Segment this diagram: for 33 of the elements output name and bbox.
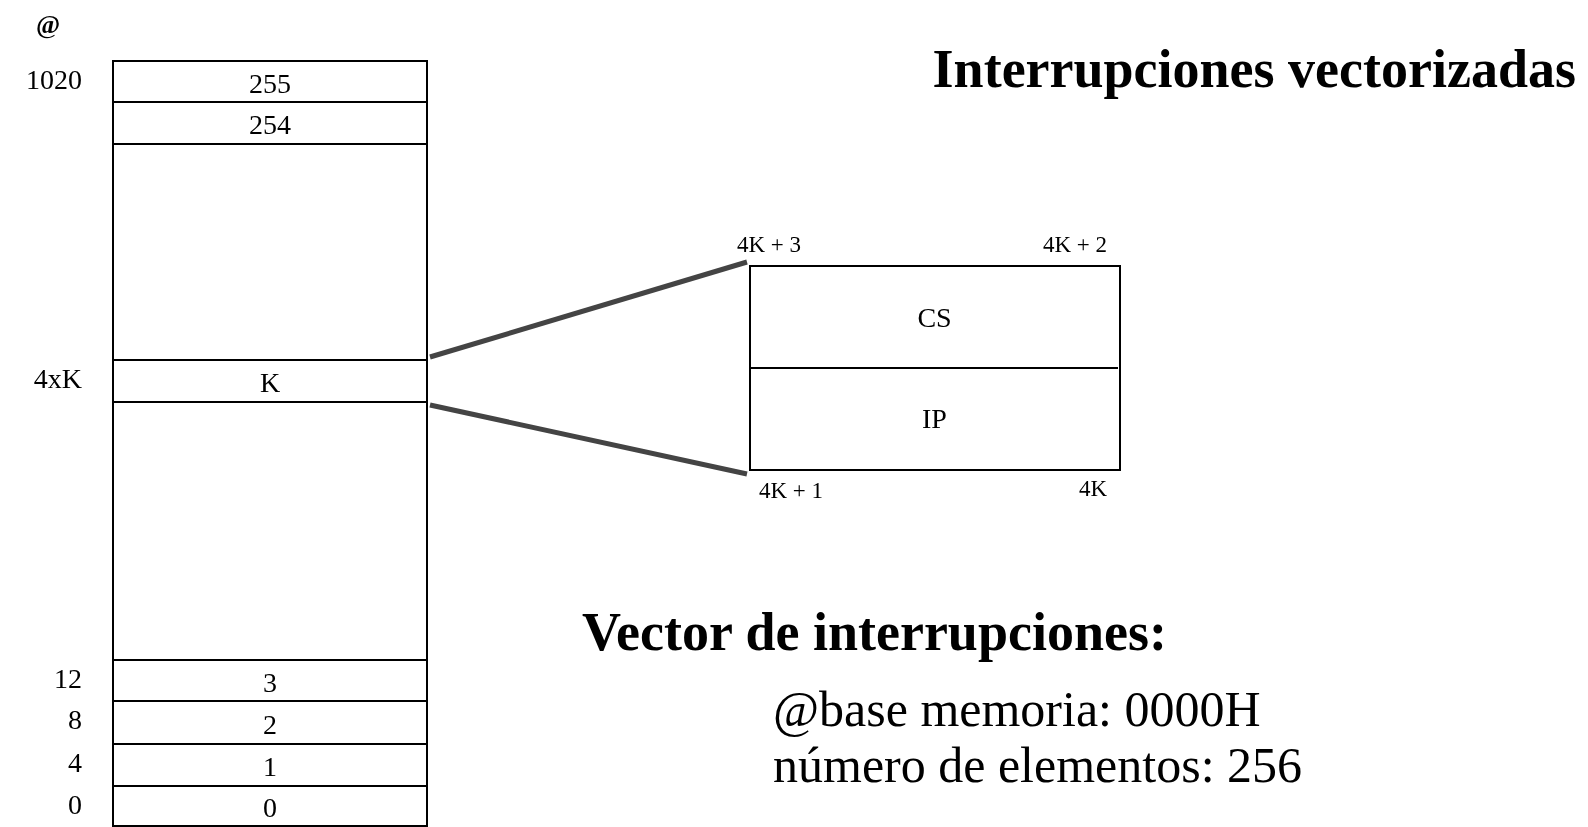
slot-label: 0 bbox=[263, 791, 277, 822]
slot-label: 3 bbox=[263, 665, 277, 697]
address-label: 4K bbox=[1078, 477, 1107, 500]
memory-slot bbox=[112, 359, 428, 403]
slot-label: 1 bbox=[263, 750, 277, 781]
memory-region bbox=[112, 143, 428, 361]
slot-label: 255 bbox=[249, 66, 291, 98]
slot-label: CS bbox=[917, 304, 952, 332]
zoom-line bbox=[429, 402, 748, 477]
slot-label: 2 bbox=[263, 707, 277, 739]
address-label: 4K + 3 bbox=[737, 233, 802, 256]
address-label: 1020 bbox=[26, 66, 82, 94]
memory-region bbox=[112, 401, 428, 661]
zoom-line bbox=[429, 259, 748, 360]
address-label: 0 bbox=[68, 791, 82, 819]
vector-entry-box bbox=[749, 265, 1121, 471]
address-label: 12 bbox=[54, 665, 82, 693]
memory-slot bbox=[112, 60, 428, 103]
slot-label: 254 bbox=[249, 108, 291, 139]
address-label: 4K + 2 bbox=[1042, 233, 1107, 256]
memory-slot bbox=[112, 101, 428, 145]
memory-slot bbox=[112, 659, 428, 702]
memory-slot bbox=[112, 785, 428, 827]
address-label: 4 bbox=[68, 749, 82, 777]
slot-label: IP bbox=[922, 404, 947, 433]
memory-slot bbox=[112, 700, 428, 745]
slot-label: K bbox=[259, 366, 281, 397]
address-label: 4K + 1 bbox=[759, 479, 824, 502]
address-label: 4xK bbox=[33, 365, 82, 393]
info-text: número de elementos: 256 bbox=[773, 740, 1303, 790]
at-symbol: @ bbox=[36, 12, 61, 38]
memory-slot bbox=[112, 743, 428, 787]
address-label: 8 bbox=[68, 706, 82, 734]
